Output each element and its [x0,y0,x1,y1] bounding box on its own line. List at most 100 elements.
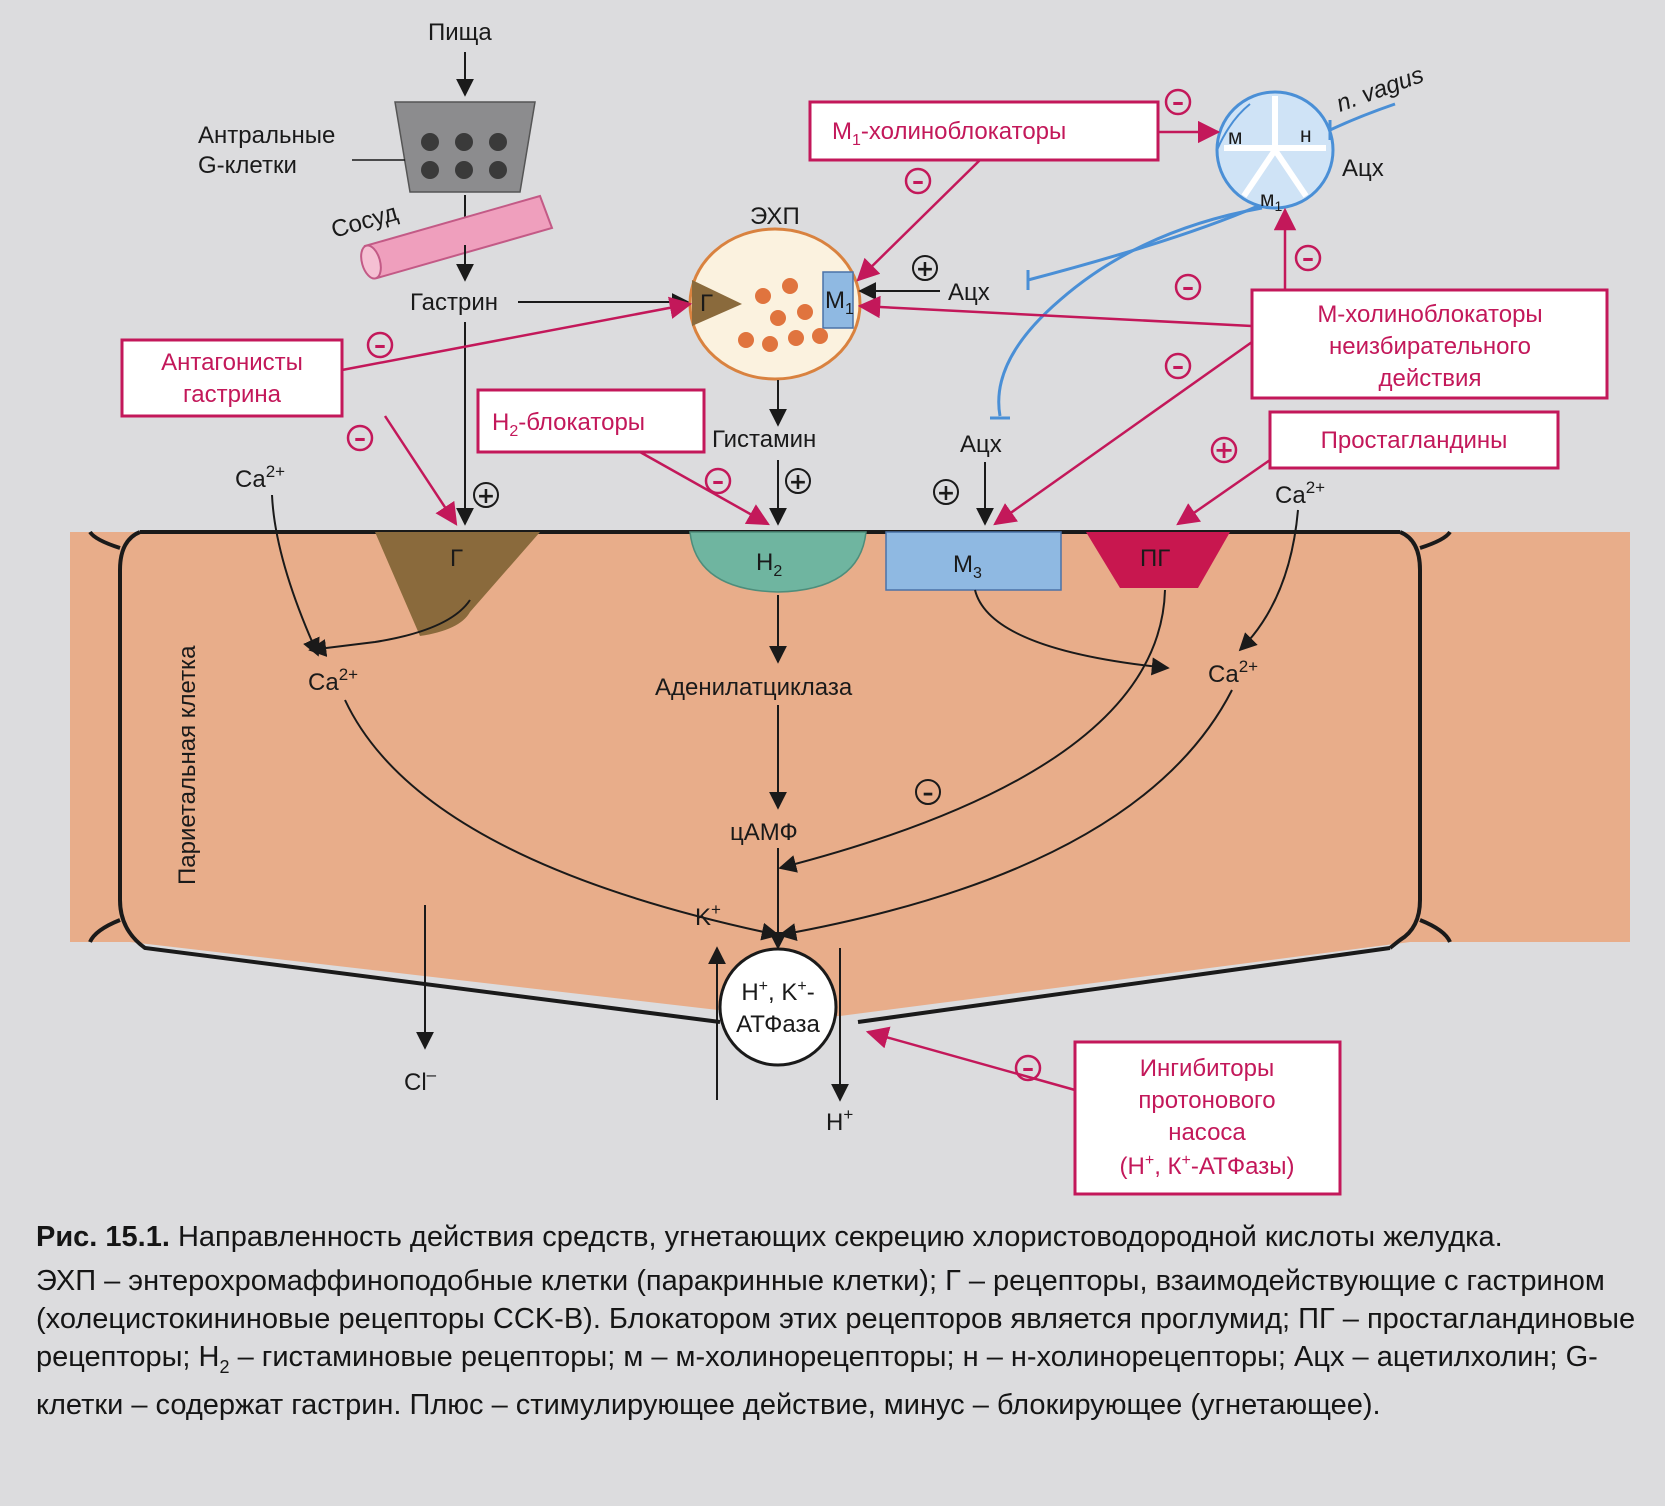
arrow-pg-camp [778,589,1166,873]
svg-text:–: – [354,424,366,452]
svg-text:(Н+, К+-АТФазы): (Н+, К+-АТФазы) [1120,1152,1295,1180]
caption-legend-part1: ЭХП – энтерохромаффиноподобные клетки (п… [36,1265,1636,1373]
box-m1-blockers: М1-холиноблокаторы [808,100,1160,162]
arrow-m-blockers-m3 [993,340,1253,526]
svg-text:–: – [1182,273,1194,301]
neuron-m1-label: м1 [1260,188,1282,214]
svg-text:H+, K+-: H+, K+- [741,978,814,1006]
box-m-blockers: М-холиноблокаторы неизбирательного дейст… [1250,288,1609,400]
food-label: Пища [428,19,492,46]
ecl-g-label: Г [700,290,713,317]
box-h2-blockers: Н2-блокаторы [476,388,706,454]
svg-text:–: – [1022,1054,1034,1082]
ecl-label: ЭХП [750,203,800,230]
h-plus-label: H+ [826,1105,853,1136]
svg-text:действия: действия [1379,365,1482,392]
box-prostaglandins: Простагландины [1268,410,1560,470]
parietal-cell-label: Париетальная клетка [174,645,201,885]
neuron-n-label: н [1300,124,1312,147]
vessel [360,194,554,280]
cell-membrane-right [1388,530,1422,950]
diagram: Париетальная клетка Пища Антральные G-кл… [70,19,1630,1196]
arrow-m-blockers-ecl [857,295,1253,328]
cell-junction-right [1419,530,1452,943]
vessel-label: Сосуд [328,199,401,244]
svg-text:–: – [712,467,724,495]
svg-text:–: – [912,167,924,195]
figure-caption: Рис. 15.1. Направленность действия средс… [36,1218,1636,1424]
svg-text:Н2-блокаторы: Н2-блокаторы [492,409,645,440]
svg-text:М1-холиноблокаторы: М1-холиноблокаторы [832,118,1066,149]
arrow-antagonists-ecl [341,296,693,372]
ecl-g-receptor [692,280,742,326]
svg-text:М-холиноблокаторы: М-холиноблокаторы [1317,301,1542,328]
caption-figure-number: Рис. 15.1. [36,1221,170,1253]
box-gastrin-antagonists: Антагонисты гастрина [120,338,344,418]
plus-sign-gastrin [473,482,499,508]
camp-label: цАМФ [730,819,798,846]
ca-left-top: Ca2+ [235,462,285,493]
receptor-pg-label: ПГ [1140,545,1170,572]
ca-left-in: Ca2+ [308,665,358,696]
receptor-m3-label: М3 [953,551,982,582]
caption-legend-sub: 2 [219,1356,230,1377]
arrow-h2-blockers [639,450,770,526]
ca-right-top: Ca2+ [1275,478,1325,509]
ca-right-in: Ca2+ [1208,657,1258,688]
plus-sign-ach-ecl [912,255,938,281]
receptor-pg [1086,532,1230,588]
k-plus-label: K+ [695,900,721,931]
cell-membrane-left [118,530,721,1024]
receptor-g [308,532,540,657]
cl-label: Cl– [404,1065,437,1096]
plus-sign-histamine [785,468,811,494]
proton-pump[interactable]: H+, K+- АТФаза [718,947,838,1067]
vagus-neuron [1215,90,1335,210]
svg-text:гастрина: гастрина [183,381,282,408]
cell-fill [70,532,1630,1016]
svg-text:–: – [1172,88,1184,116]
receptor-m3 [885,531,1062,591]
antral-g-cells [394,101,536,193]
ecl-m1-receptor [822,271,854,329]
plus-histamine-text: + [789,470,807,495]
ach-neuron-label: Ацх [1342,155,1384,182]
arrow-ca-left-entry [271,494,320,657]
arrow-m1-blockers-ecl [856,159,981,282]
arrow-ppi-pump [865,1026,1076,1092]
plus-ach-m3-text: + [937,481,955,506]
arrow-antagonists-g-receptor [383,415,458,526]
plus-gastrin-text: + [477,484,495,509]
nerve-fiber-to-ecl [1027,204,1259,282]
antral-label-1: Антральные [198,122,335,149]
adenylate-label: Аденилатциклаза [655,674,853,701]
histamine-label: Гистамин [712,426,816,453]
nerve-fiber-to-m3 [997,206,1263,417]
antral-label-2: G-клетки [198,152,297,179]
vagus-nerve-fiber [1329,102,1396,132]
arrow-m3-ca [974,589,1170,676]
caption-title-text: Направленность действия средств, угнетаю… [177,1221,1503,1253]
cell-membrane-bottom-right [857,946,1391,1024]
minus-sign-pg [915,779,941,805]
arrow-prostaglandins-pg [1176,458,1271,526]
receptor-h2 [689,531,867,593]
gastrin-label: Гастрин [410,289,498,316]
ach-lower-label: Ацх [960,431,1002,458]
caption-legend-part2: – гистаминовые рецепторы; м – м-холиноре… [36,1341,1598,1421]
ach-ecl-label: Ацх [948,279,990,306]
svg-text:+: + [1214,436,1234,464]
svg-text:–: – [1302,244,1314,272]
receptor-h2-label: Н2 [756,549,782,580]
box-ppi: Ингибиторы протонового насоса (Н+, К+-АТ… [1073,1040,1342,1196]
receptor-g-label: Г [450,545,463,572]
svg-text:насоса: насоса [1168,1119,1246,1146]
plus-ach-ecl-text: + [916,257,934,282]
svg-text:неизбирательного: неизбирательного [1329,333,1531,360]
caption-title: Рис. 15.1. Направленность действия средс… [36,1218,1636,1256]
svg-text:протонового: протонового [1138,1087,1275,1114]
svg-text:–: – [374,331,386,359]
parietal-cell: Париетальная клетка [70,530,1630,1024]
svg-text:–: – [1172,352,1184,380]
